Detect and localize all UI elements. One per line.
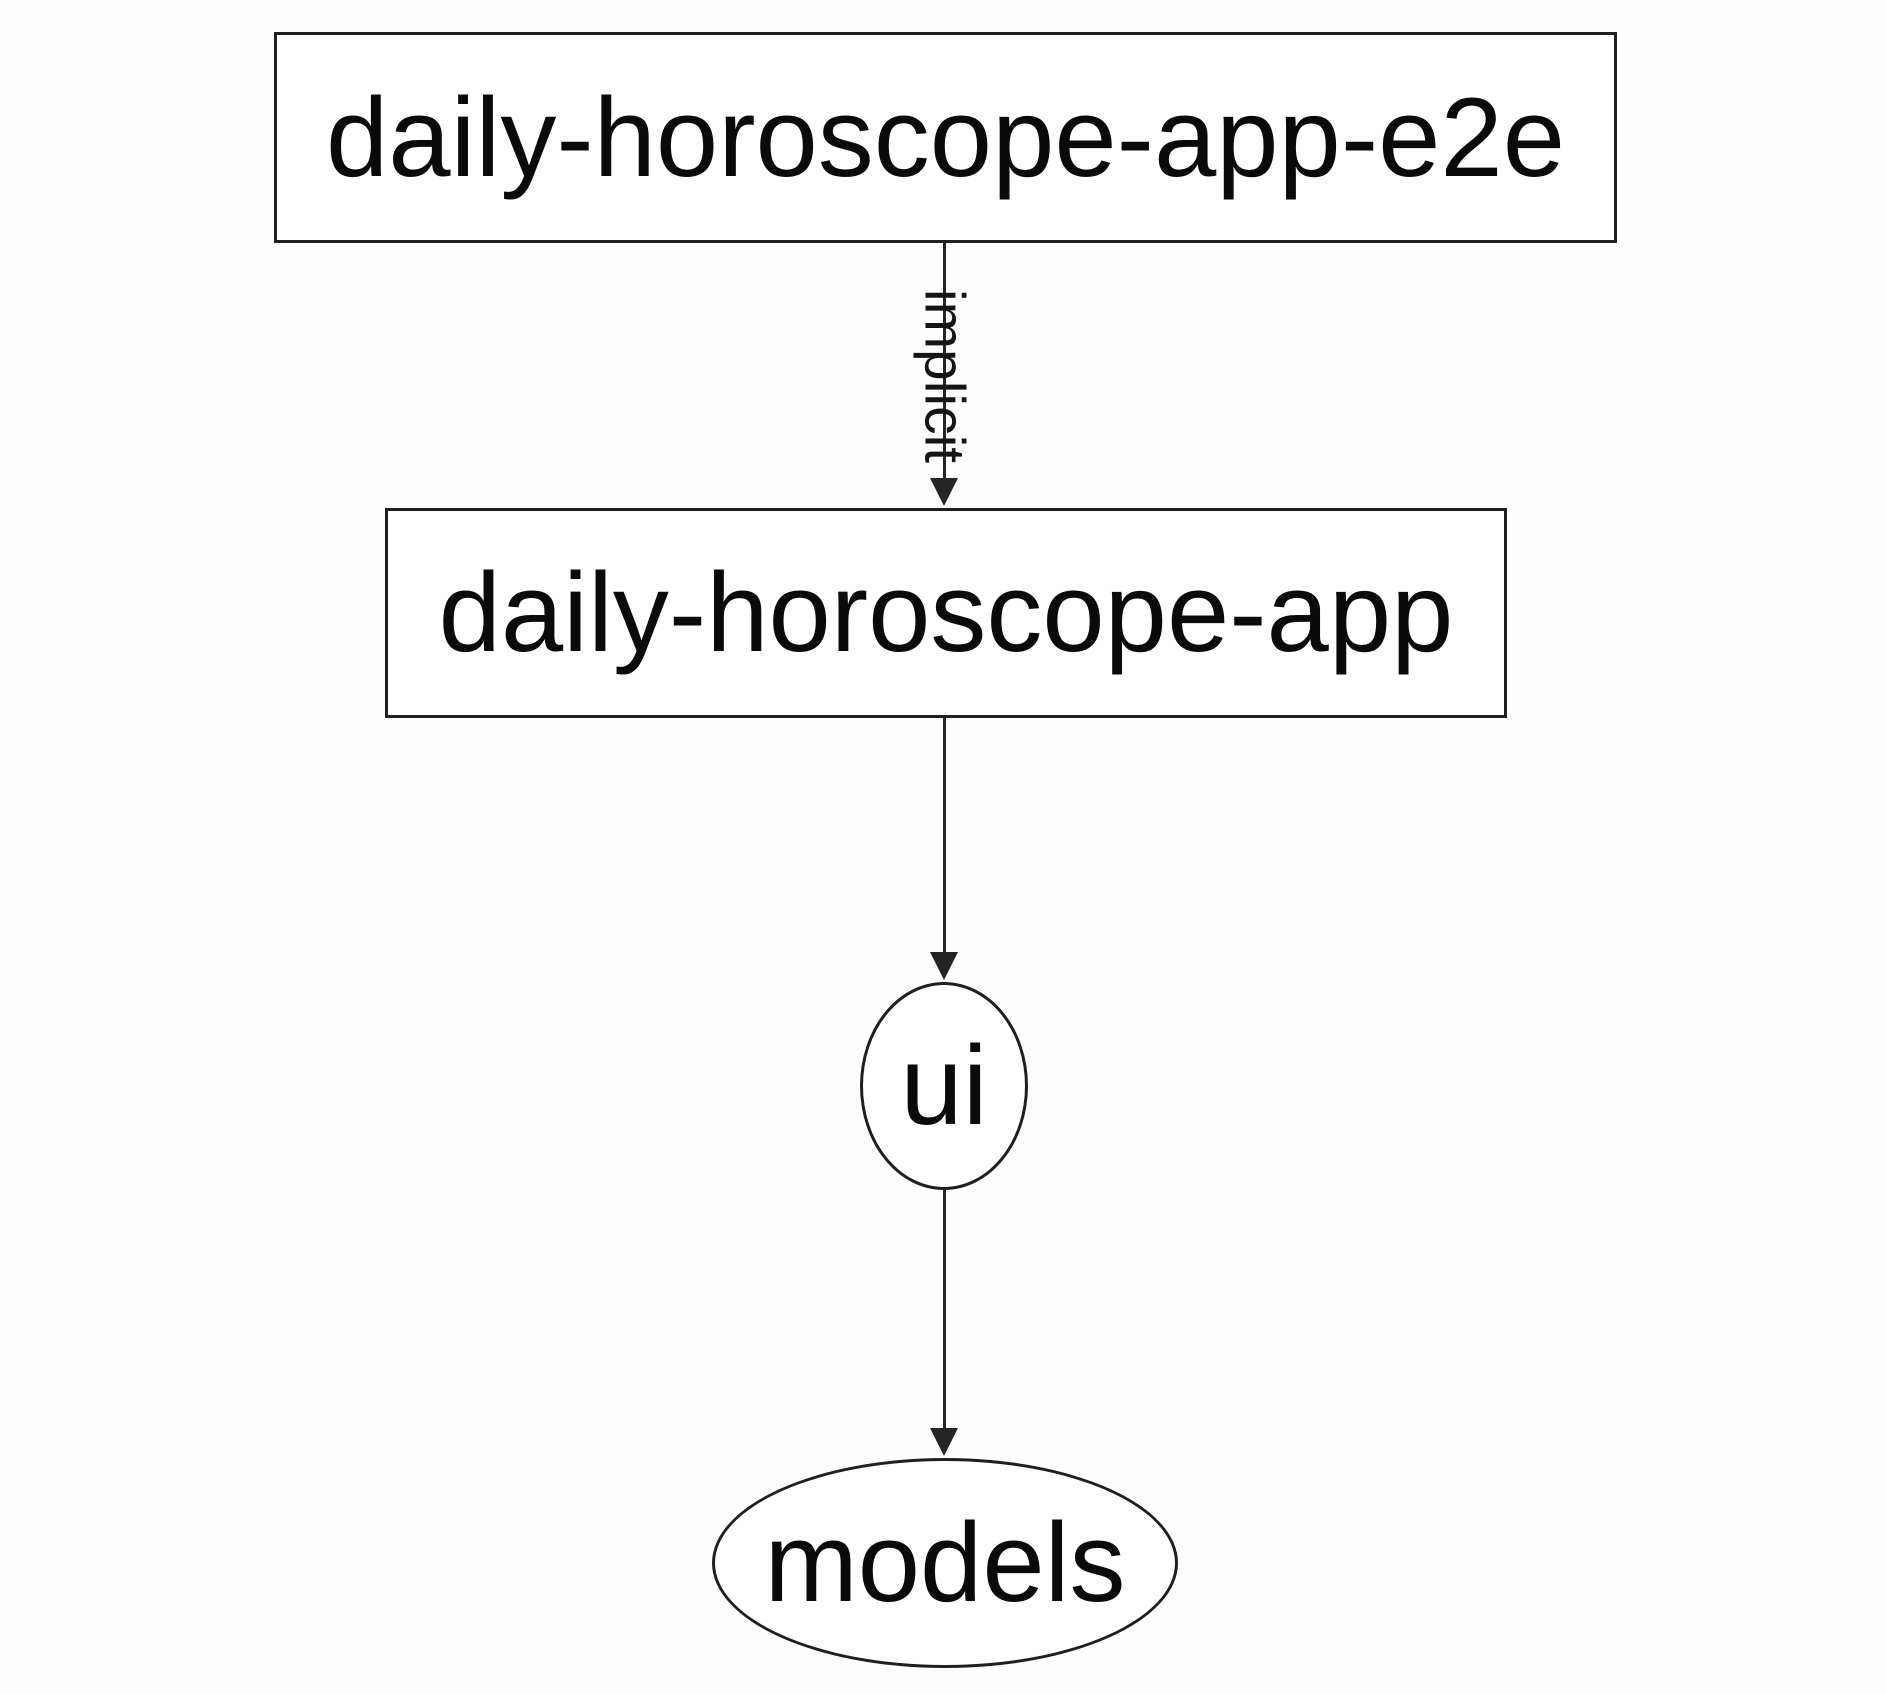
- edge-app-to-ui-line: [943, 718, 946, 954]
- node-label: daily-horoscope-app: [438, 550, 1454, 675]
- edge-implicit-line: [943, 243, 946, 480]
- arrowhead-down-icon: [930, 478, 958, 506]
- arrowhead-down-icon: [930, 952, 958, 980]
- node-label: daily-horoscope-app-e2e: [326, 74, 1565, 200]
- node-label: models: [764, 1500, 1126, 1625]
- edge-ui-to-models-line: [943, 1188, 946, 1430]
- node-models[interactable]: models: [712, 1458, 1178, 1668]
- node-ui[interactable]: ui: [860, 982, 1028, 1190]
- node-daily-horoscope-app-e2e[interactable]: daily-horoscope-app-e2e: [274, 32, 1617, 243]
- node-daily-horoscope-app[interactable]: daily-horoscope-app: [385, 508, 1507, 718]
- edge-implicit-label: implicit: [912, 288, 977, 464]
- arrowhead-down-icon: [930, 1428, 958, 1456]
- node-label: ui: [900, 1023, 988, 1148]
